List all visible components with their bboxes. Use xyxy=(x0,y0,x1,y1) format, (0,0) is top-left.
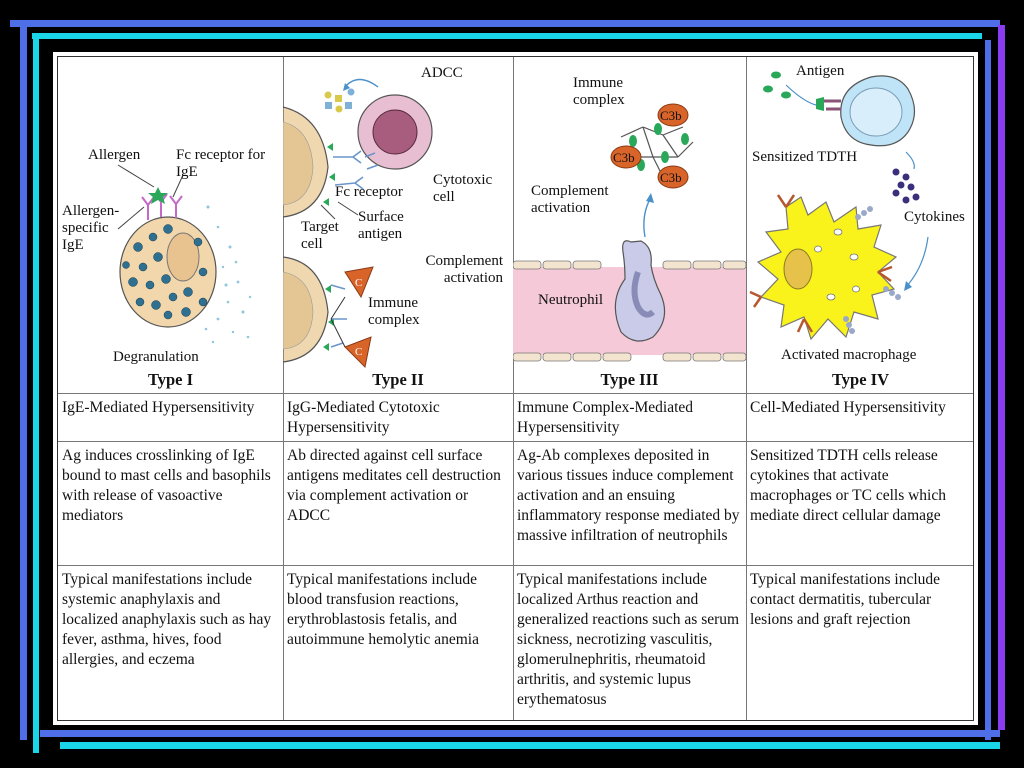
type-1-manifestations: Typical manifestations include systemic … xyxy=(62,571,272,668)
antigen-label: Antigen xyxy=(796,63,845,79)
c3b-label-upper: C3b xyxy=(660,108,682,123)
frame-bar-left-cyan xyxy=(33,33,39,753)
immune-complex-diagram xyxy=(512,103,747,362)
type-2-illustration: C C ADCC Fc receptor Cytotoxic cell Surf… xyxy=(282,57,513,393)
sensitized-tdth-label: Sensitized TDTH xyxy=(752,149,858,165)
degranulation-label: Degranulation xyxy=(113,349,199,365)
hypersensitivity-table: Allergen Fc receptor for IgE Allergen- s… xyxy=(57,56,974,721)
type-3-title: Type III xyxy=(600,370,659,389)
frame-bar-top-blue xyxy=(10,20,1000,27)
surface-antigen-label: Surface antigen xyxy=(358,209,404,242)
allergen-icon xyxy=(148,187,168,204)
fc-receptor-label: Fc receptor xyxy=(335,184,403,200)
type-1-description: Ag induces crosslinking of IgE bound to … xyxy=(62,447,271,524)
activated-macrophage-label: Activated macrophage xyxy=(781,347,917,363)
cell-mediated-diagram xyxy=(749,71,929,341)
neutrophil-label: Neutrophil xyxy=(538,292,603,308)
complement-c-upper xyxy=(344,266,374,299)
column-divider xyxy=(746,57,747,720)
type-1-illustration: Allergen Fc receptor for IgE Allergen- s… xyxy=(58,57,283,393)
type-3-manifestations: Typical manifestations include localized… xyxy=(517,571,740,708)
row-divider xyxy=(58,441,973,442)
frame-bar-right-blue xyxy=(985,40,991,740)
type-1-title: Type I xyxy=(147,370,194,389)
column-divider xyxy=(513,57,514,720)
frame-bar-bottom-cyan xyxy=(60,742,1000,749)
complement-c-lower xyxy=(344,336,372,369)
type-4-mechanism: Cell-Mediated Hypersensitivity xyxy=(750,399,946,416)
macrophage-nucleus xyxy=(783,248,813,290)
type-3-description: Ag-Ab complexes deposited in various tis… xyxy=(517,447,740,544)
c3b-left xyxy=(610,145,642,169)
activated-macrophage xyxy=(756,196,898,341)
type-1-mechanism: IgE-Mediated Hypersensitivity xyxy=(62,399,255,416)
tdth-nucleus xyxy=(849,87,903,137)
neutrophil xyxy=(614,240,666,342)
row-divider xyxy=(58,393,973,394)
c3b-label-left: C3b xyxy=(613,150,635,165)
type-3-illustration: C3b C3b C3b Immune complex Complement ac… xyxy=(512,57,747,393)
type-2-title: Type II xyxy=(372,370,424,389)
type-4-manifestations: Typical manifestations include contact d… xyxy=(750,571,941,628)
target-cell-label: Target cell xyxy=(301,219,339,252)
immune-complex-label: Immune complex xyxy=(368,295,420,328)
type-3-mechanism: Immune Complex-Mediated Hypersensitivity xyxy=(517,399,694,436)
cytotoxic-cell-label: Cytotoxic cell xyxy=(433,172,493,205)
c3b-lower xyxy=(657,165,689,189)
cytotoxic-diagram: C C xyxy=(282,78,433,369)
type-2-description: Ab directed against cell surface antigen… xyxy=(287,447,501,524)
complement-activation-label: Complement activation xyxy=(425,253,504,286)
frame-bar-bottom-blue xyxy=(40,730,1000,737)
type-2-manifestations: Typical manifestations include blood tra… xyxy=(287,571,479,648)
type-4-title: Type IV xyxy=(832,370,889,389)
allergen-specific-ige-label: Allergen- specific IgE xyxy=(62,203,120,253)
immune-complex-label: Immune complex xyxy=(573,75,625,108)
fc-receptor-ige-label: Fc receptor for IgE xyxy=(176,147,266,180)
frame-bar-top-cyan xyxy=(32,33,982,39)
column-divider xyxy=(283,57,284,720)
c3b-label-lower: C3b xyxy=(660,170,682,185)
c3b-upper xyxy=(657,103,689,127)
row-divider xyxy=(58,565,973,566)
type-4-description: Sensitized TDTH cells release cytokines … xyxy=(750,447,946,524)
mast-cell-diagram xyxy=(117,164,252,344)
frame-bar-right-purple xyxy=(998,25,1005,730)
type-2-mechanism: IgG-Mediated Cytotoxic Hypersensitivity xyxy=(287,399,440,436)
frame-bar-left-blue xyxy=(20,20,27,740)
slide: Allergen Fc receptor for IgE Allergen- s… xyxy=(53,52,978,725)
allergen-label: Allergen xyxy=(88,147,141,163)
mast-cell-nucleus xyxy=(166,232,200,282)
complement-activation-label: Complement activation xyxy=(531,183,609,216)
c-marker-lower: C xyxy=(355,346,362,358)
type-4-illustration: Antigen Sensitized TDTH Cytokines Activa… xyxy=(746,57,975,393)
adcc-label: ADCC xyxy=(421,65,463,81)
c-marker-upper: C xyxy=(355,277,362,289)
cytotoxic-cell-nucleus xyxy=(372,109,418,155)
cytokines-label: Cytokines xyxy=(904,209,965,225)
